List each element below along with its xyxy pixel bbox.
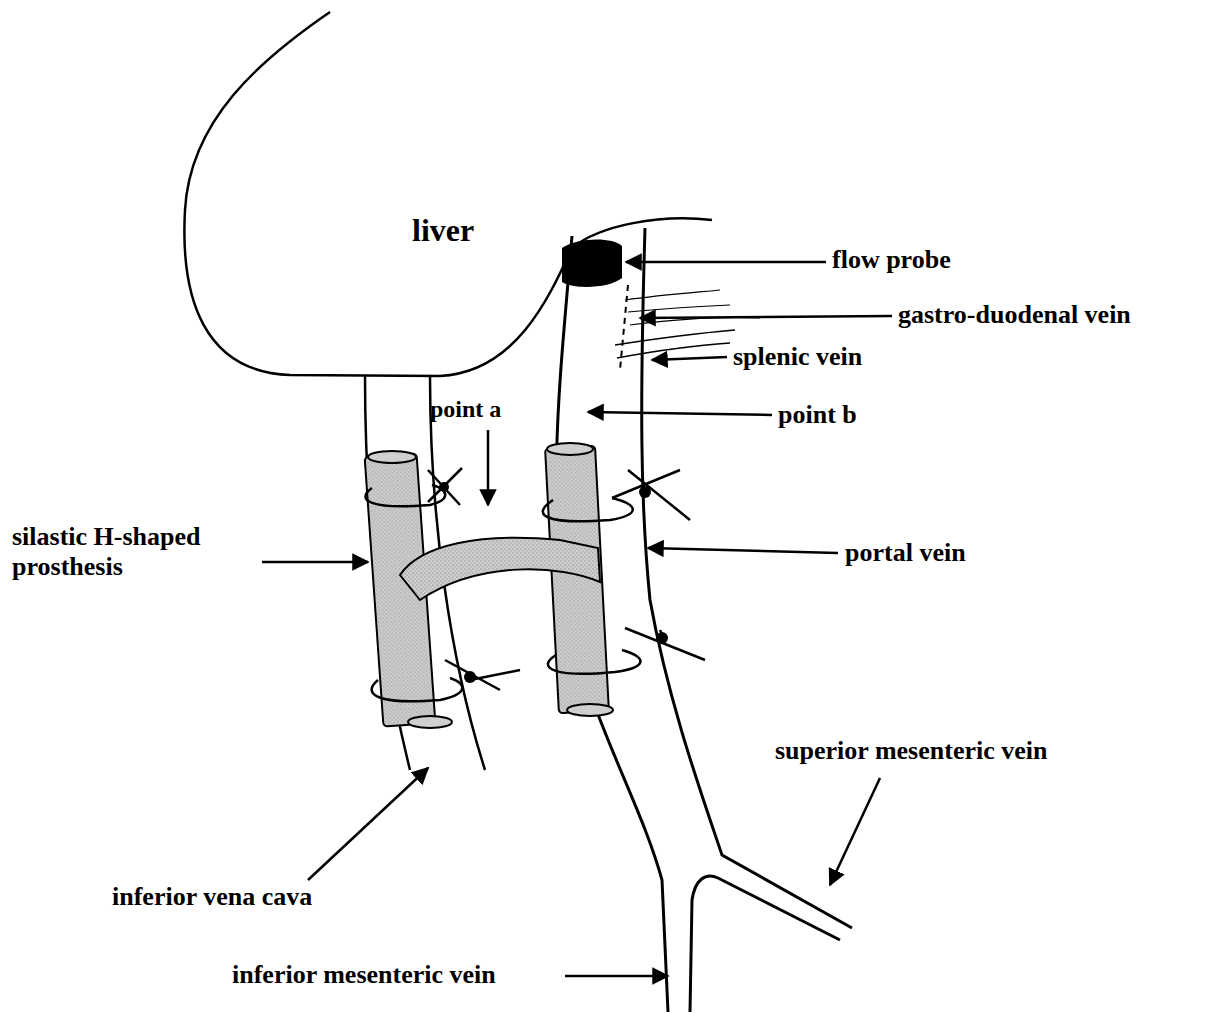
leader-arrow — [640, 316, 892, 318]
part-label: inferior mesenteric vein — [232, 960, 496, 990]
ligature — [625, 628, 705, 660]
prosthesis-end — [408, 716, 452, 728]
part-label: flow probe — [832, 245, 951, 275]
liver-outline — [184, 12, 712, 376]
leader-arrow — [830, 778, 880, 885]
gastroduodenal-vein — [625, 290, 760, 325]
prosthesis-end — [368, 451, 416, 463]
knot — [439, 482, 449, 492]
prosthesis-bridge — [400, 538, 600, 600]
part-label: gastro-duodenal vein — [898, 300, 1131, 330]
ligature — [372, 678, 463, 701]
prosthesis-end — [547, 443, 593, 455]
point-label: point a — [430, 396, 501, 424]
leader-arrow — [308, 768, 428, 880]
leader-arrow — [626, 261, 826, 264]
portal-vein-wall — [642, 228, 852, 928]
leader-arrow — [262, 561, 368, 564]
dashed-vessel — [620, 285, 628, 370]
knot — [464, 671, 476, 683]
leader-arrow — [565, 975, 668, 978]
ligature — [548, 650, 641, 674]
point-label: point b — [778, 400, 857, 430]
prosthesis-end — [567, 704, 613, 716]
leader-arrow — [652, 357, 727, 360]
part-label: splenic vein — [733, 342, 862, 372]
organ-label: liver — [412, 212, 474, 249]
leader-arrow — [648, 548, 838, 553]
ligature — [428, 468, 462, 505]
flow-probe — [562, 239, 622, 287]
part-label: portal vein — [845, 538, 966, 568]
splenic-vein — [615, 330, 735, 358]
leader-arrow — [588, 412, 772, 415]
ligature — [445, 660, 520, 690]
part-label: superior mesenteric vein — [775, 736, 1047, 766]
vein-bifurcation — [690, 876, 840, 1012]
leader-arrow — [487, 430, 490, 505]
ligature — [612, 470, 690, 520]
part-label: silastic H-shaped prosthesis — [12, 522, 270, 582]
part-label: inferior vena cava — [112, 882, 312, 912]
ligature — [543, 498, 633, 521]
knot — [656, 632, 668, 644]
knot — [639, 486, 651, 498]
